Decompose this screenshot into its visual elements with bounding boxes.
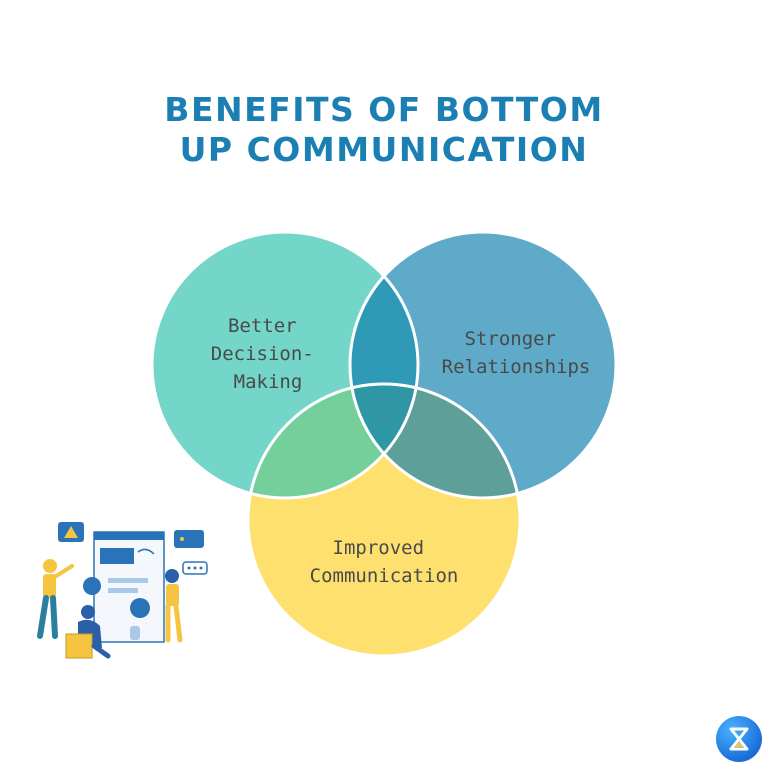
overlap-left bbox=[248, 384, 418, 498]
title-line-1: BENEFITS OF BOTTOM bbox=[164, 90, 604, 129]
label-line: Making bbox=[234, 371, 303, 393]
label-line: Better bbox=[228, 315, 297, 337]
label-line: Stronger bbox=[465, 328, 557, 350]
overlap-right bbox=[350, 384, 520, 498]
page-title: BENEFITS OF BOTTOM UP COMMUNICATION bbox=[0, 90, 768, 170]
label-better-decision-making: Better Decision- Making bbox=[211, 315, 325, 393]
label-line: Relationships bbox=[442, 356, 591, 378]
label-line: Improved bbox=[333, 537, 425, 559]
label-line: Communication bbox=[310, 565, 459, 587]
team-dashboard-illustration bbox=[37, 522, 208, 659]
label-improved-communication: Improved Communication bbox=[310, 537, 459, 587]
label-stronger-relationships: Stronger Relationships bbox=[442, 328, 591, 378]
label-line: Decision- bbox=[211, 343, 314, 365]
hourglass-icon bbox=[716, 716, 762, 762]
title-line-2: UP COMMUNICATION bbox=[179, 130, 589, 169]
